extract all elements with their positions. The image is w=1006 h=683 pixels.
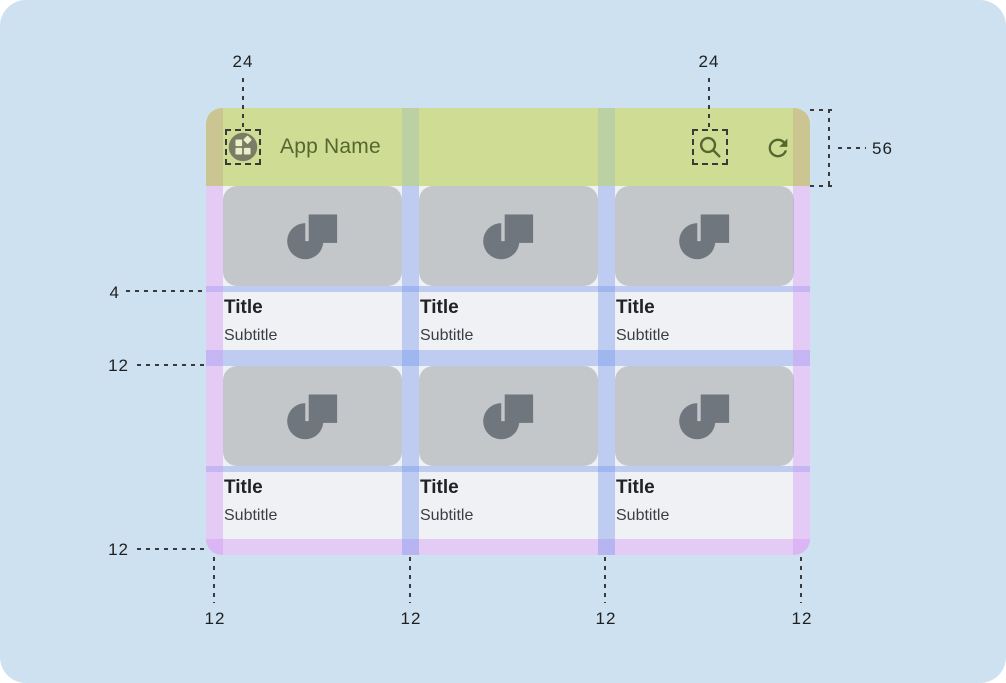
left-margin-width-label: 12	[204, 609, 226, 628]
image-text-gap-label: 4	[109, 283, 120, 302]
app-name: App Name	[280, 135, 381, 158]
card-4[interactable]: Title Subtitle	[223, 366, 402, 525]
image-placeholder-icon	[286, 394, 337, 440]
card-subtitle: Subtitle	[420, 507, 474, 524]
appbar-height-tick-bottom	[810, 185, 837, 187]
left-margin-measure-line	[213, 557, 215, 603]
card-title: Title	[616, 477, 655, 498]
action-icon-size-label: 24	[698, 52, 720, 71]
card-5[interactable]: Title Subtitle	[419, 366, 598, 525]
card-subtitle: Subtitle	[616, 327, 670, 344]
app-screen-mockup: App Name	[206, 108, 810, 555]
gutter-2-measure-line	[604, 557, 606, 603]
card-title: Title	[420, 477, 459, 498]
card-subtitle: Subtitle	[420, 327, 474, 344]
card-subtitle: Subtitle	[224, 327, 278, 344]
card-2[interactable]: Title Subtitle	[419, 186, 598, 345]
gutter-2-width-label: 12	[595, 609, 617, 628]
bottom-margin-label: 12	[108, 540, 129, 559]
action-icon-measure-line	[708, 78, 710, 128]
card-title: Title	[616, 297, 655, 318]
right-margin-overlay	[793, 108, 810, 555]
right-margin-measure-line	[800, 557, 802, 603]
gutter-2-overlay	[598, 108, 615, 555]
gutter-1-width-label: 12	[400, 609, 422, 628]
card-6[interactable]: Title Subtitle	[615, 366, 794, 525]
image-text-gap-line	[126, 290, 206, 292]
image-placeholder-icon	[678, 394, 729, 440]
appbar-height-measure-line	[828, 109, 830, 187]
row-gap-line	[137, 364, 206, 366]
image-placeholder-icon	[482, 214, 533, 260]
action-icon-measure-box	[692, 129, 728, 165]
spacing-strip-row-gap	[206, 350, 810, 366]
card-subtitle: Subtitle	[616, 507, 670, 524]
bottom-margin-line	[137, 548, 206, 550]
appbar-height-leader-line	[838, 147, 866, 149]
card-4-image-placeholder	[223, 366, 402, 466]
top-app-bar: App Name	[206, 108, 810, 186]
appbar-height-label: 56	[872, 139, 893, 158]
card-5-image-placeholder	[419, 366, 598, 466]
gutter-1-overlay	[402, 108, 419, 555]
card-6-image-placeholder	[615, 366, 794, 466]
card-title: Title	[224, 477, 263, 498]
app-logo-icon[interactable]	[227, 131, 259, 163]
refresh-icon[interactable]	[764, 134, 792, 162]
bottom-margin-overlay	[206, 539, 810, 555]
card-2-image-placeholder	[419, 186, 598, 286]
card-subtitle: Subtitle	[224, 507, 278, 524]
image-placeholder-icon	[482, 394, 533, 440]
right-margin-width-label: 12	[791, 609, 813, 628]
spacing-strip-image-text-row2	[206, 466, 810, 472]
card-1-image-placeholder	[223, 186, 402, 286]
card-3[interactable]: Title Subtitle	[615, 186, 794, 345]
spacing-strip-image-text-row1	[206, 286, 810, 292]
nav-icon-measure-line	[242, 78, 244, 128]
search-icon[interactable]	[697, 134, 723, 160]
card-title: Title	[224, 297, 263, 318]
card-1[interactable]: Title Subtitle	[223, 186, 402, 345]
image-placeholder-icon	[678, 214, 729, 260]
card-title: Title	[420, 297, 459, 318]
appbar-height-tick-top	[810, 109, 837, 111]
nav-icon-measure-box	[225, 129, 261, 165]
row-gap-label: 12	[108, 356, 129, 375]
left-margin-overlay	[206, 108, 223, 555]
gutter-1-measure-line	[409, 557, 411, 603]
image-placeholder-icon	[286, 214, 337, 260]
nav-icon-size-label: 24	[232, 52, 254, 71]
card-3-image-placeholder	[615, 186, 794, 286]
